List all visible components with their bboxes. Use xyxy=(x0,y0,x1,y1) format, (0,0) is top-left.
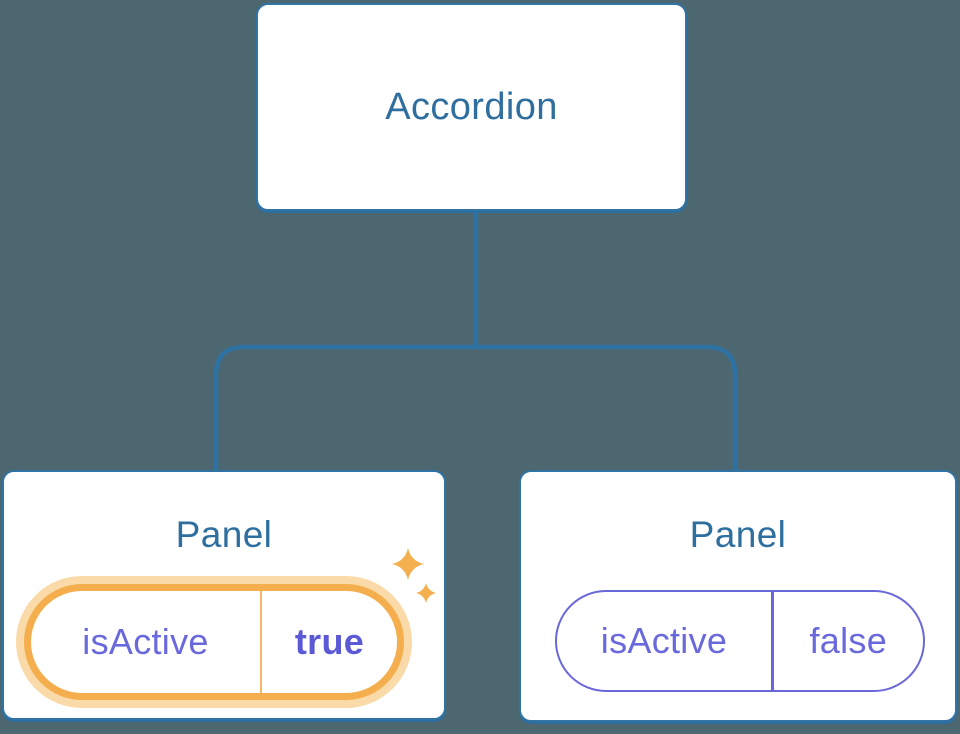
pill-divider xyxy=(771,592,774,690)
state-pill-inactive: isActive false xyxy=(555,590,925,692)
panel-node-active: Panel isActive true xyxy=(2,470,446,720)
state-name: isActive xyxy=(82,621,209,662)
panel-label: Panel xyxy=(175,514,273,555)
accordion-node: Accordion xyxy=(256,3,687,211)
state-value: false xyxy=(809,620,888,661)
panel-label: Panel xyxy=(689,514,787,555)
pill-divider xyxy=(260,591,262,693)
panel-node-inactive: Panel isActive false xyxy=(519,470,957,722)
accordion-label: Accordion xyxy=(385,85,558,128)
state-pill-active: isActive true xyxy=(24,584,404,700)
state-name: isActive xyxy=(600,620,728,661)
connector-branch xyxy=(213,344,738,474)
state-value: true xyxy=(294,621,365,662)
